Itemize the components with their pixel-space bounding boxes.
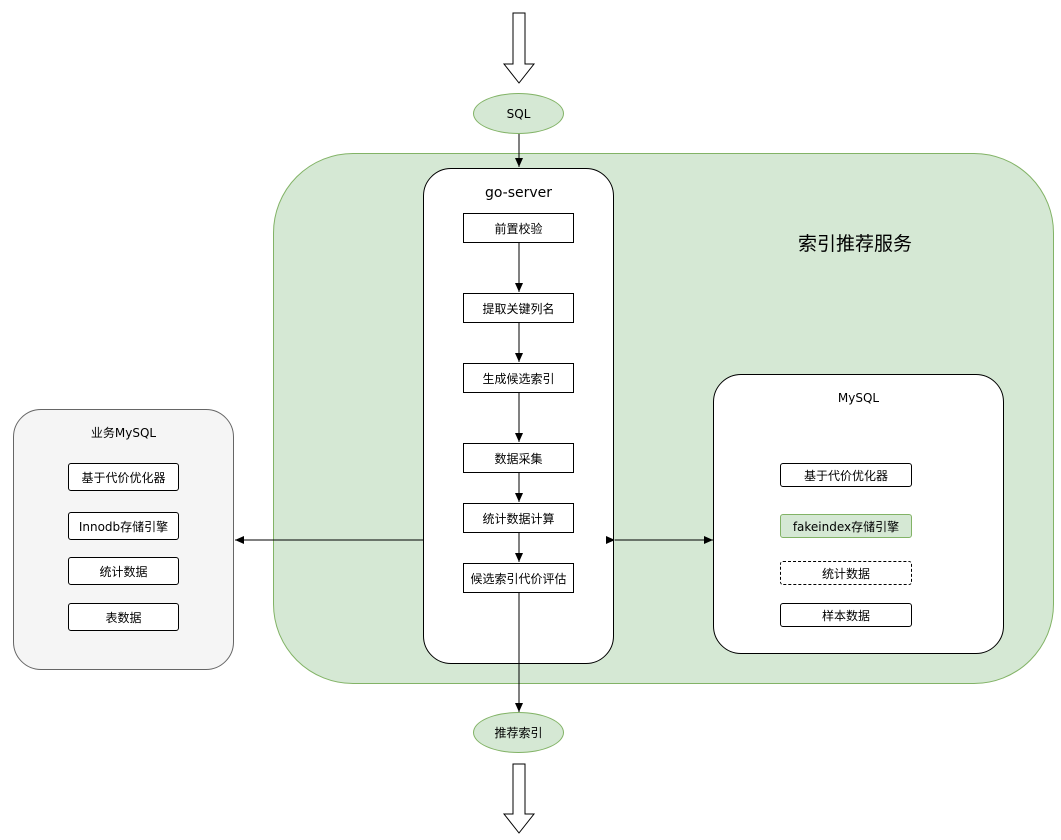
go-server-title: go-server	[484, 185, 553, 201]
business-innodb-engine: Innodb存储引擎	[68, 512, 179, 540]
recommended-index-output-node: 推荐索引	[473, 712, 564, 753]
step-statistics-computation: 统计数据计算	[463, 503, 574, 533]
service-title: 索引推荐服务	[797, 233, 912, 255]
step-data-collection: 数据采集	[463, 443, 574, 473]
sql-input-node: SQL	[473, 93, 564, 134]
step-candidate-cost-evaluation: 候选索引代价评估	[463, 563, 574, 593]
sandbox-cost-optimizer: 基于代价优化器	[780, 463, 912, 487]
step-generate-candidate-indexes: 生成候选索引	[463, 363, 574, 393]
business-cost-optimizer: 基于代价优化器	[68, 463, 179, 491]
step-extract-key-columns: 提取关键列名	[463, 293, 574, 323]
business-table-data: 表数据	[68, 603, 179, 631]
business-mysql-title: 业务MySQL	[90, 426, 157, 440]
sandbox-fakeindex-engine: fakeindex存储引擎	[780, 514, 912, 538]
mysql-sandbox-title: MySQL	[837, 391, 880, 405]
input-hollow-arrow	[502, 12, 536, 84]
sandbox-statistics: 统计数据	[780, 561, 912, 585]
sandbox-sample-data: 样本数据	[780, 603, 912, 627]
output-hollow-arrow	[502, 763, 536, 834]
business-statistics: 统计数据	[68, 557, 179, 585]
step-precheck: 前置校验	[463, 213, 574, 243]
